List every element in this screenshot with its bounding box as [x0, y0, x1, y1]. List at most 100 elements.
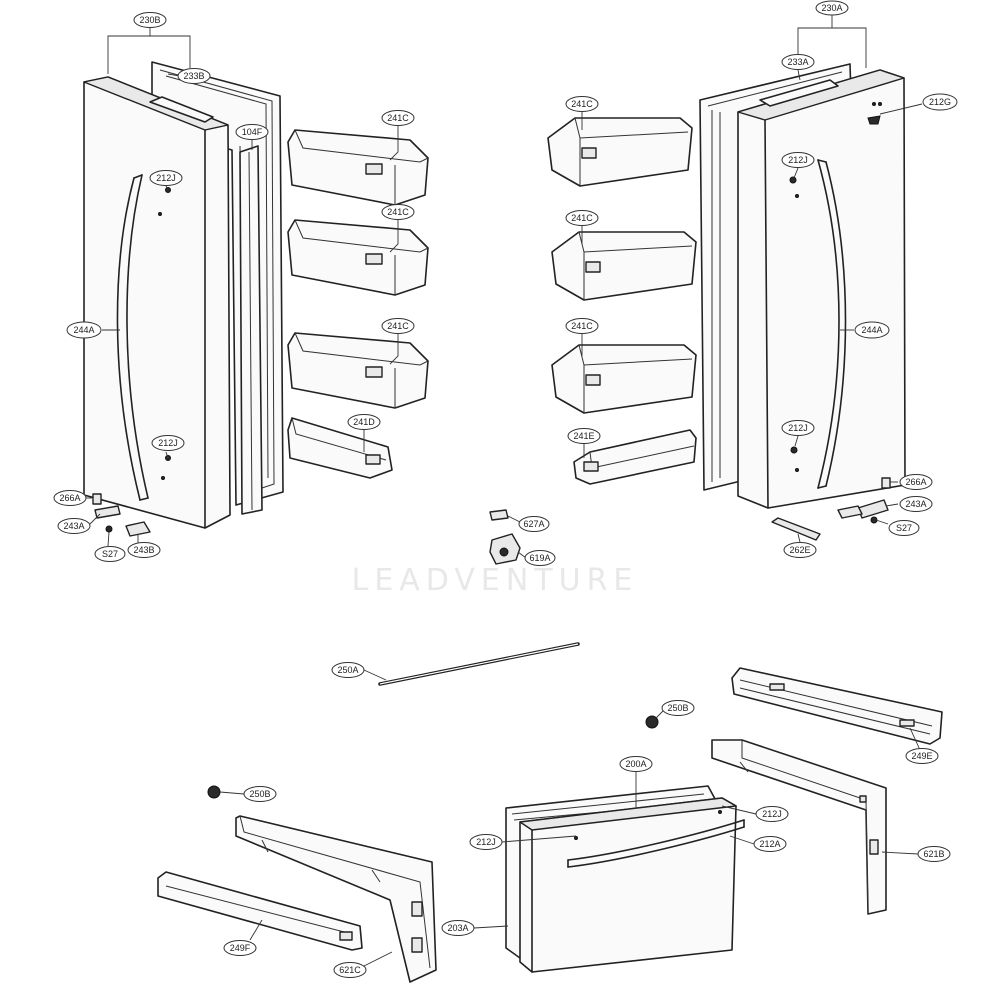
callout-621c: 621C [333, 962, 367, 978]
svg-text:212J: 212J [476, 837, 496, 847]
left-door-bin-2 [287, 219, 429, 296]
callout-241c-left-1: 241C [381, 110, 415, 126]
svg-text:212J: 212J [158, 438, 178, 448]
freezer-drawer-front [519, 797, 745, 973]
callout-250b-right: 250B [661, 700, 695, 716]
svg-text:233B: 233B [183, 71, 204, 81]
drawer-rail-249e [731, 667, 943, 745]
callout-212j-right-bottom: 212J [781, 420, 815, 436]
svg-text:212J: 212J [788, 423, 808, 433]
callout-203a: 203A [441, 920, 475, 936]
callout-212a: 212A [753, 836, 787, 852]
drawer-rail-249f [157, 871, 363, 951]
callout-labels: 230B 233B 104F 212J 244A 212J 266A 243A … [53, 0, 958, 978]
callout-250a: 250A [331, 662, 365, 678]
callout-230b: 230B [133, 12, 167, 28]
callout-243b: 243B [127, 542, 161, 558]
svg-text:212J: 212J [788, 155, 808, 165]
center-part-619a [489, 533, 521, 565]
svg-text:627A: 627A [523, 519, 544, 529]
callout-241c-left-2: 241C [381, 204, 415, 220]
drawer-knob-250b-right [645, 715, 659, 729]
svg-text:212A: 212A [759, 839, 780, 849]
svg-text:241C: 241C [571, 213, 593, 223]
svg-text:250B: 250B [249, 789, 270, 799]
callout-241c-right-3: 241C [565, 318, 599, 334]
svg-text:S27: S27 [102, 549, 118, 559]
callout-619a: 619A [524, 550, 556, 566]
svg-text:241C: 241C [571, 321, 593, 331]
callout-266a-left: 266A [53, 490, 87, 506]
svg-text:200A: 200A [625, 759, 646, 769]
callout-212j-right-top: 212J [781, 152, 815, 168]
svg-text:262E: 262E [789, 545, 810, 555]
callout-212g: 212G [922, 93, 958, 111]
svg-text:233A: 233A [787, 57, 808, 67]
callout-233a: 233A [781, 54, 815, 70]
svg-text:212J: 212J [156, 173, 176, 183]
callout-104f: 104F [235, 124, 269, 140]
callout-250b-left: 250B [243, 786, 277, 802]
callout-249e: 249E [905, 748, 939, 764]
svg-text:S27: S27 [896, 523, 912, 533]
callout-212j-left-bottom: 212J [151, 435, 185, 451]
callout-241e: 241E [567, 428, 601, 444]
svg-text:243A: 243A [905, 499, 926, 509]
right-door-bin-1 [547, 117, 693, 187]
svg-text:621C: 621C [339, 965, 361, 975]
right-door-panel [737, 69, 906, 509]
callout-212j-drawer-right: 212J [755, 806, 789, 822]
svg-text:241C: 241C [387, 321, 409, 331]
drawer-slide-621c [235, 815, 437, 983]
svg-text:249E: 249E [911, 751, 932, 761]
svg-text:250A: 250A [337, 665, 358, 675]
callout-244a-right: 244A [854, 321, 890, 339]
svg-text:250B: 250B [667, 703, 688, 713]
left-door-panel [83, 76, 231, 529]
watermark: LEADVENTURE [352, 563, 639, 598]
callout-s27-right: S27 [888, 520, 920, 536]
callout-241c-right-1: 241C [565, 96, 599, 112]
callout-241c-left-3: 241C [381, 318, 415, 334]
callout-627a: 627A [518, 516, 550, 532]
callout-212j-drawer-left: 212J [469, 834, 503, 850]
svg-text:619A: 619A [529, 553, 550, 563]
callout-233b: 233B [177, 68, 211, 84]
center-clip-627a [489, 509, 509, 521]
left-hinge-parts [92, 493, 151, 537]
left-door-dike-strip [239, 145, 263, 515]
callout-s27-left: S27 [94, 546, 126, 562]
svg-text:212J: 212J [762, 809, 782, 819]
svg-text:244A: 244A [73, 325, 94, 335]
left-door-bin-small [287, 417, 393, 479]
right-door-bin-2 [551, 231, 697, 301]
svg-text:104F: 104F [242, 127, 263, 137]
right-hinge-parts [771, 477, 891, 541]
svg-text:266A: 266A [59, 493, 80, 503]
svg-text:244A: 244A [861, 325, 882, 335]
callout-230a: 230A [815, 0, 849, 16]
callout-249f: 249F [223, 940, 257, 956]
svg-text:203A: 203A [447, 923, 468, 933]
svg-text:241E: 241E [573, 431, 594, 441]
callout-241d: 241D [347, 414, 381, 430]
callout-621b: 621B [917, 846, 951, 862]
svg-text:241C: 241C [387, 113, 409, 123]
svg-text:241C: 241C [387, 207, 409, 217]
svg-text:241D: 241D [353, 417, 375, 427]
svg-text:241C: 241C [571, 99, 593, 109]
drawer-rod-250a [378, 642, 580, 686]
left-door-bin-3 [287, 332, 429, 409]
callout-262e: 262E [783, 542, 817, 558]
right-door-bin-small [573, 429, 697, 485]
leader-lines [86, 14, 923, 967]
svg-text:230A: 230A [821, 3, 842, 13]
drawer-knob-250b-left [207, 785, 221, 799]
svg-text:243B: 243B [133, 545, 154, 555]
svg-text:621B: 621B [923, 849, 944, 859]
callout-243a-left: 243A [57, 518, 91, 534]
callout-241c-right-2: 241C [565, 210, 599, 226]
svg-text:243A: 243A [63, 521, 84, 531]
svg-text:249F: 249F [230, 943, 251, 953]
callout-266a-right: 266A [899, 474, 933, 490]
